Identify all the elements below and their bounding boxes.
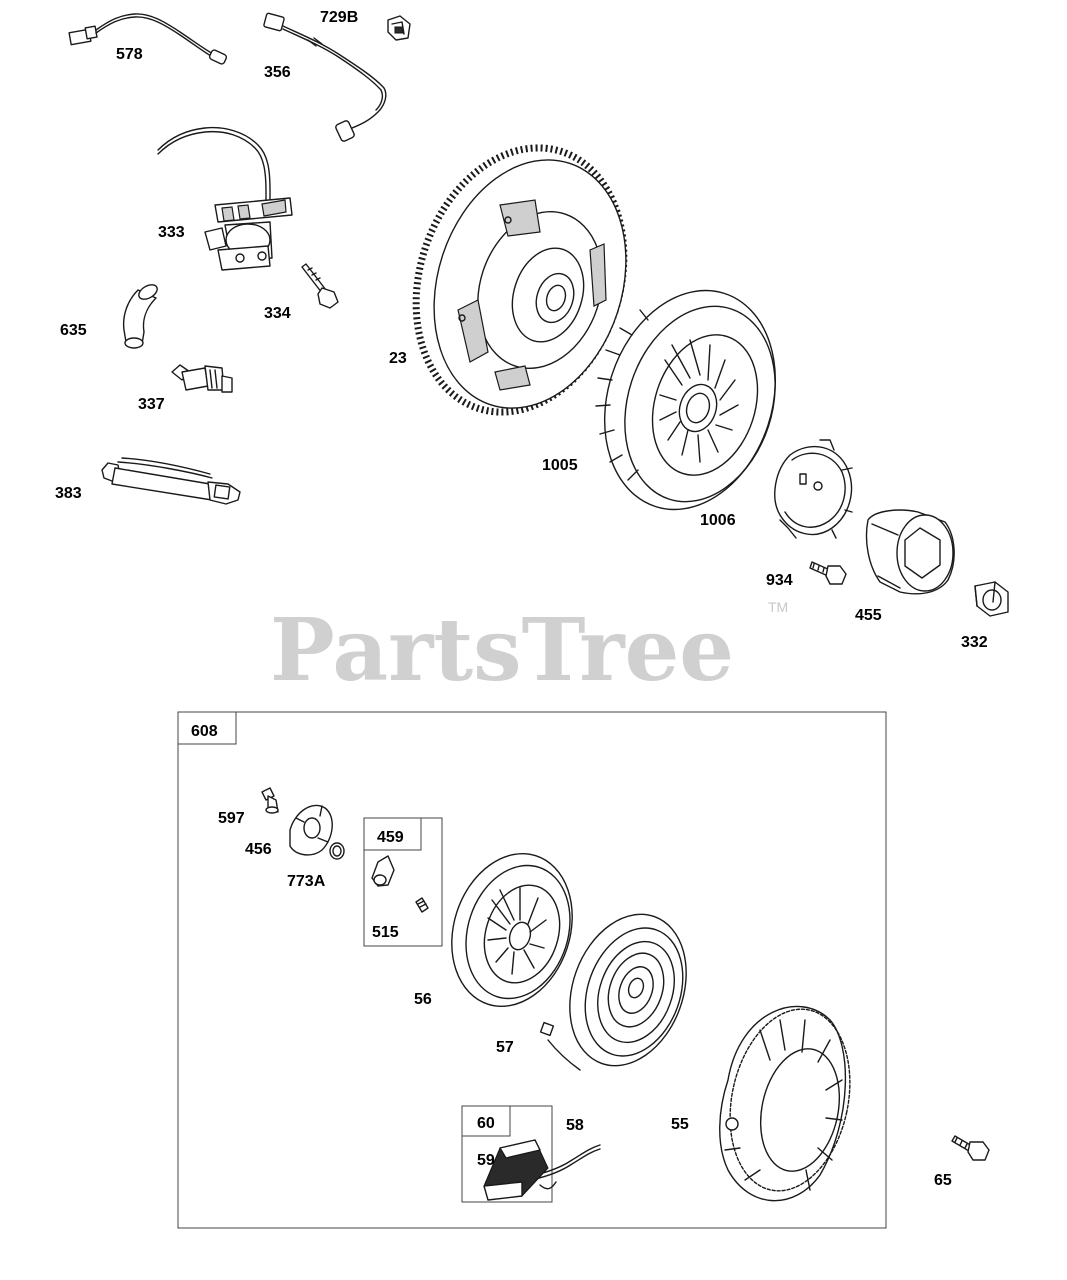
callout-578[interactable]: 578 — [116, 46, 143, 63]
part-1005-fan[interactable] — [577, 268, 802, 532]
part-635-boot[interactable] — [122, 282, 160, 349]
callout-515[interactable]: 515 — [372, 924, 399, 941]
part-383-tool[interactable] — [101, 457, 241, 505]
callout-1005[interactable]: 1005 — [542, 457, 578, 474]
part-332-nut[interactable] — [974, 581, 1009, 617]
part-455-starter-cup[interactable] — [865, 509, 955, 595]
callout-597[interactable]: 597 — [218, 810, 245, 827]
callout-58[interactable]: 58 — [566, 1117, 584, 1134]
callout-455[interactable]: 455 — [855, 607, 882, 624]
part-55-housing[interactable] — [714, 998, 866, 1202]
part-56-pulley[interactable] — [433, 838, 592, 1022]
part-59-handle[interactable] — [483, 1139, 549, 1201]
callout-334[interactable]: 334 — [264, 305, 291, 322]
part-729B-clip[interactable] — [387, 15, 411, 41]
part-934-screw[interactable] — [809, 561, 847, 585]
callout-55[interactable]: 55 — [671, 1116, 689, 1133]
kit-60-tab — [461, 1105, 511, 1137]
callout-773A[interactable]: 773A — [287, 873, 326, 890]
callout-59[interactable]: 59 — [477, 1152, 495, 1169]
part-459-dog[interactable] — [371, 855, 395, 887]
part-57-recoil-spring[interactable] — [539, 898, 707, 1082]
part-23-flywheel[interactable] — [383, 121, 657, 440]
callout-57[interactable]: 57 — [496, 1039, 514, 1056]
callout-56[interactable]: 56 — [414, 991, 432, 1008]
kit-60-title[interactable]: 60 — [477, 1115, 495, 1132]
assembly-608-border — [177, 711, 887, 1229]
part-65-screw[interactable] — [951, 1135, 990, 1161]
part-58-rope[interactable] — [534, 1144, 601, 1190]
callout-65[interactable]: 65 — [934, 1172, 952, 1189]
callout-635[interactable]: 635 — [60, 322, 87, 339]
kit-459-tab — [363, 817, 422, 851]
part-773A-retainer[interactable] — [329, 842, 345, 860]
assembly-608: 608 459 60 — [177, 711, 887, 1229]
part-597-screw[interactable] — [261, 787, 279, 814]
assembly-608-tab — [177, 711, 237, 745]
watermark-trademark: TM — [768, 599, 788, 615]
part-333-ignition-armature[interactable] — [157, 126, 293, 271]
part-337-spark-plug[interactable] — [171, 364, 233, 393]
part-334-screw[interactable] — [301, 263, 339, 309]
callout-729B[interactable]: 729B — [320, 9, 358, 26]
callout-456[interactable]: 456 — [245, 841, 272, 858]
watermark-text: PartsTree — [270, 600, 734, 701]
part-515-spring[interactable] — [415, 897, 429, 913]
callout-23[interactable]: 23 — [389, 350, 407, 367]
callout-934[interactable]: 934 — [766, 572, 793, 589]
callout-332[interactable]: 332 — [961, 634, 988, 651]
part-456-pawl-plate[interactable] — [289, 804, 333, 856]
callout-383[interactable]: 383 — [55, 485, 82, 502]
part-578-wire-harness[interactable] — [68, 13, 228, 65]
assembly-608-title[interactable]: 608 — [191, 723, 218, 740]
part-356-ground-wire[interactable] — [263, 12, 387, 142]
part-1006-screen[interactable] — [774, 439, 853, 539]
kit-459-title[interactable]: 459 — [377, 829, 404, 846]
callout-356[interactable]: 356 — [264, 64, 291, 81]
callout-337[interactable]: 337 — [138, 396, 165, 413]
callout-333[interactable]: 333 — [158, 224, 185, 241]
callout-1006[interactable]: 1006 — [700, 512, 736, 529]
